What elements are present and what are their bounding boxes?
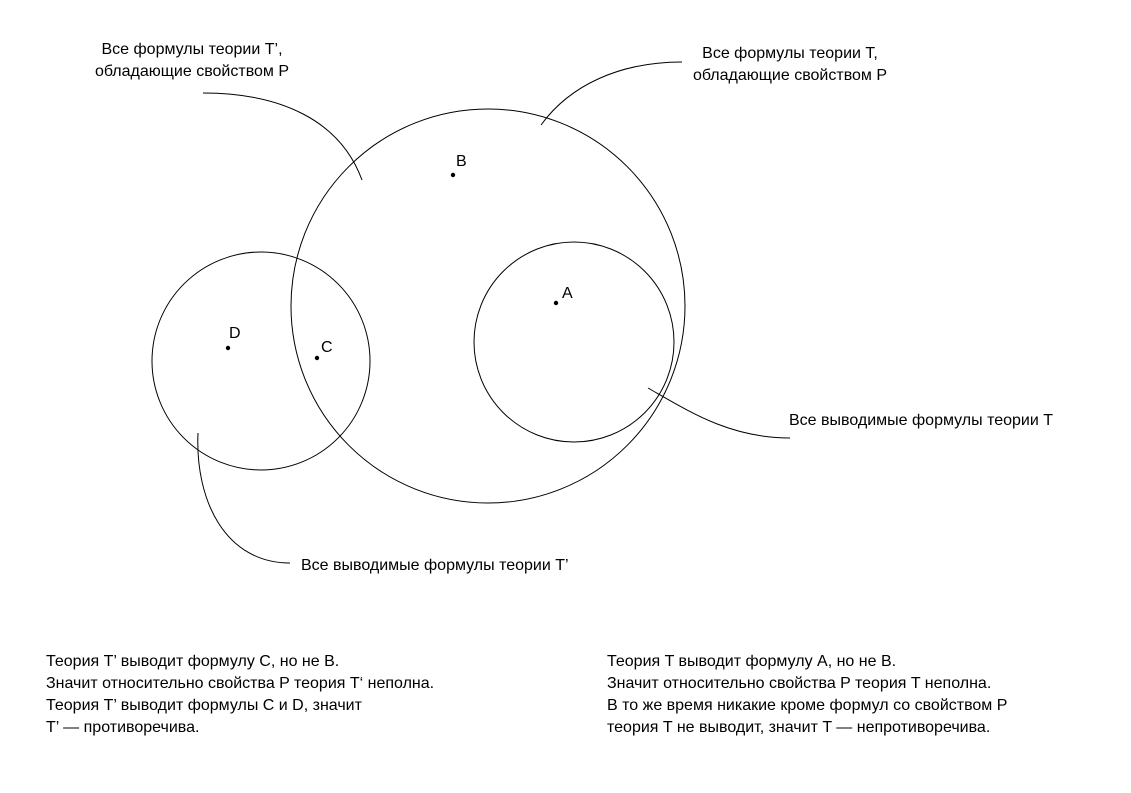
point-d-label: D	[229, 325, 241, 342]
note-right-line-4: теория T не выводит, значит T — непротив…	[607, 719, 991, 736]
point-c-dot	[314, 355, 320, 361]
note-right-line-3: В то же время никакие кроме формул со св…	[607, 697, 1008, 714]
leader-t-derivable	[647, 387, 791, 439]
point-d-dot	[225, 345, 231, 351]
label-tprime-derivable: Все выводимые формулы теории T’	[301, 557, 569, 574]
label-t-property: Все формулы теории T, обладающие свойств…	[660, 43, 920, 87]
note-right-line-1: Теория T выводит формулу A, но не B.	[607, 653, 897, 670]
point-b-label: B	[456, 153, 467, 170]
note-left-line-2: Значит относительно свойства P теория T‘…	[46, 675, 435, 692]
leader-tprime-property	[202, 92, 363, 181]
label-tprime-property-line-2: обладающие свойством P	[94, 63, 290, 80]
label-t-property-line-2: обладающие свойством P	[692, 67, 888, 84]
point-a-dot	[553, 300, 559, 306]
circle-tprime-derivable	[151, 251, 371, 471]
note-left-line-3: Теория T’ выводит формулы C и D, значит	[46, 697, 362, 714]
label-t-property-line-1: Все формулы теории T,	[702, 45, 878, 62]
label-tprime-property: Все формулы теории T’, обладающие свойст…	[62, 39, 322, 83]
point-c-label: C	[321, 339, 333, 356]
note-right-line-2: Значит относительно свойства P теория T …	[607, 675, 992, 692]
note-left: Теория T’ выводит формулу C, но не B. Зн…	[46, 651, 434, 739]
note-left-line-4: T’ — противоречива.	[46, 719, 200, 736]
label-t-derivable: Все выводимые формулы теории T	[789, 412, 1054, 429]
note-right: Теория T выводит формулу A, но не B. Зна…	[607, 651, 1007, 739]
note-left-line-1: Теория T’ выводит формулу C, но не B.	[46, 653, 340, 670]
circle-t-property-p	[290, 108, 686, 504]
point-a-label: A	[562, 285, 573, 302]
circle-t-derivable	[473, 241, 675, 443]
point-b-dot	[450, 172, 456, 178]
leader-t-property	[540, 61, 683, 126]
leader-tprime-derivable	[197, 432, 291, 564]
label-tprime-property-line-1: Все формулы теории T’,	[101, 41, 283, 58]
